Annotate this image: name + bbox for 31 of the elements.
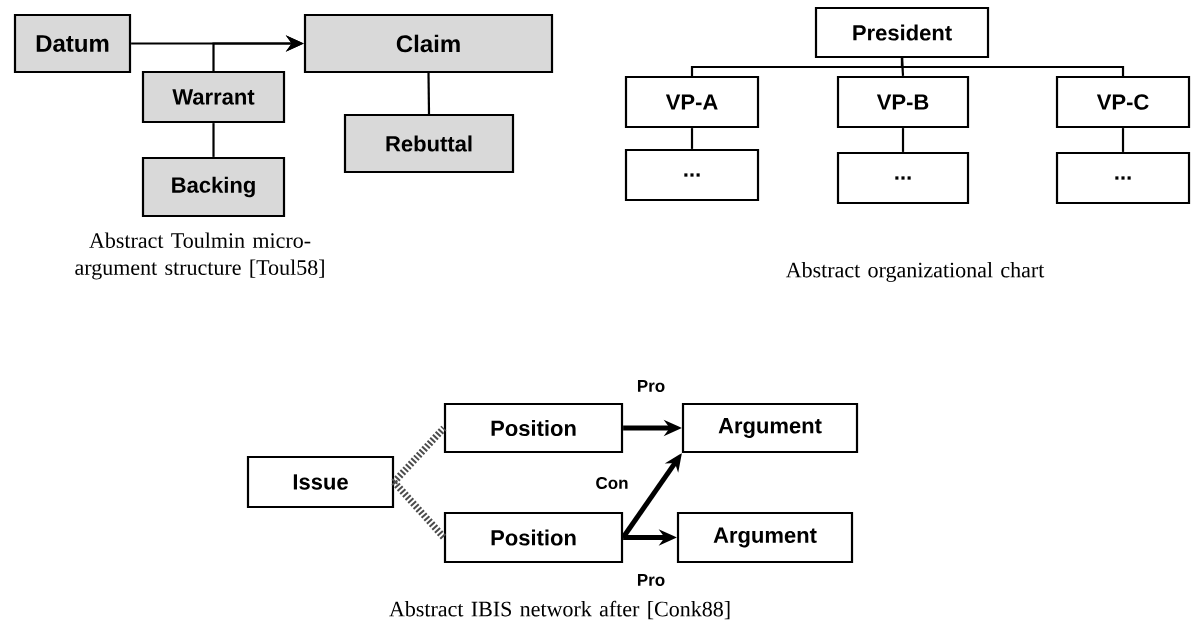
- caption: Abstract organizational chart: [785, 262, 1045, 282]
- connector-line: [427, 73, 431, 114]
- edge-label: Pro: [638, 574, 665, 586]
- connector-line: [1121, 128, 1125, 152]
- shaded-box: Rebuttal: [343, 113, 515, 174]
- box: Argument: [681, 402, 859, 454]
- caption: Abstract IBIS network after [Conk88]: [389, 600, 730, 620]
- connector-line: [391, 425, 447, 485]
- box: President: [814, 6, 990, 59]
- box: Position: [443, 511, 624, 564]
- caption: Abstract Toulmin micro-argument structure [Toul58]: [75, 232, 324, 280]
- box: Argument: [676, 511, 854, 564]
- box: ...: [836, 151, 970, 205]
- connector-line: [212, 123, 215, 157]
- connector-line: [900, 58, 1125, 76]
- box: Position: [443, 402, 624, 454]
- box: Issue: [246, 455, 395, 509]
- connector-line: [690, 128, 694, 149]
- box: ...: [1055, 151, 1191, 205]
- shaded-box: Datum: [13, 13, 132, 74]
- shaded-box: Warrant: [141, 70, 286, 124]
- edge-label: Con: [596, 477, 628, 490]
- shaded-box: Backing: [141, 156, 286, 218]
- box: VP-C: [1055, 75, 1191, 129]
- connector-line: [391, 479, 447, 540]
- shaded-box: Claim: [303, 13, 554, 74]
- box: VP-A: [624, 75, 760, 129]
- box: VP-B: [836, 75, 970, 129]
- edge-label: Pro: [638, 380, 665, 392]
- connector-line: [901, 128, 905, 152]
- box: ...: [624, 148, 760, 202]
